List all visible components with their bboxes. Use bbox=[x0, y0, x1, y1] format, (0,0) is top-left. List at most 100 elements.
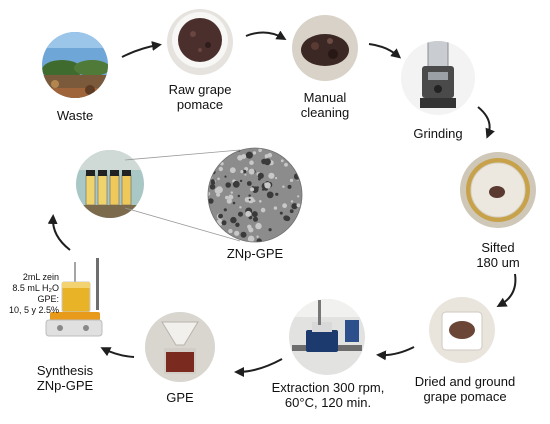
arrow-waste-to-raw bbox=[121, 41, 162, 58]
sem-particle bbox=[235, 222, 240, 227]
sem-particle bbox=[256, 235, 259, 238]
sem-particle bbox=[234, 230, 240, 236]
sem-particle bbox=[238, 211, 243, 217]
sem-particle bbox=[255, 222, 262, 230]
sem-particle bbox=[248, 168, 255, 175]
sem-particle bbox=[258, 148, 262, 153]
label-sifted: Sifted 180 um bbox=[476, 240, 520, 270]
sem-particle bbox=[297, 230, 301, 234]
sem-particle bbox=[295, 219, 302, 227]
sem-particle bbox=[289, 209, 294, 214]
sem-particle bbox=[248, 198, 251, 201]
zoom-line-top bbox=[124, 149, 241, 161]
label-raw-pomace: Raw grape pomace bbox=[168, 82, 232, 112]
sem-particle bbox=[282, 237, 289, 242]
sem-particle bbox=[275, 192, 279, 196]
sem-particle bbox=[279, 211, 283, 215]
sem-particle bbox=[221, 149, 229, 157]
sem-particle bbox=[223, 208, 227, 212]
sem-particle bbox=[245, 151, 253, 159]
sem-particle bbox=[256, 238, 262, 242]
sem-particle bbox=[266, 191, 274, 199]
label-znp-gpe: ZNp-GPE bbox=[226, 246, 284, 261]
arrow-sift-to-dried bbox=[496, 273, 517, 307]
sem-particle bbox=[230, 216, 237, 224]
sem-particle bbox=[268, 148, 271, 150]
sem-particle bbox=[239, 206, 242, 209]
sem-particle bbox=[289, 235, 294, 240]
vials-photo bbox=[76, 150, 144, 218]
sem-particle bbox=[239, 179, 243, 183]
sem-particle bbox=[232, 201, 236, 205]
sem-particle bbox=[213, 162, 216, 165]
sem-particle bbox=[214, 160, 218, 163]
sem-particle bbox=[282, 185, 285, 188]
sem-particle bbox=[273, 206, 278, 210]
sem-particle bbox=[229, 167, 236, 174]
sem-particle bbox=[259, 200, 262, 203]
sem-particle bbox=[251, 211, 258, 218]
sem-particle bbox=[283, 215, 290, 221]
sem-particle bbox=[264, 182, 271, 189]
sem-particle bbox=[210, 179, 215, 184]
sem-particle bbox=[228, 194, 234, 200]
label-gpe: GPE bbox=[166, 390, 194, 405]
dried-pomace-photo bbox=[429, 297, 495, 363]
arrow-extr-to-gpe bbox=[234, 358, 283, 377]
sem-particle bbox=[284, 162, 288, 167]
sem-particle bbox=[240, 231, 247, 238]
arrow-clean-to-grind bbox=[368, 43, 402, 59]
sem-particle bbox=[264, 158, 271, 166]
sem-particle bbox=[272, 148, 276, 151]
grinding-photo bbox=[401, 41, 475, 115]
sem-particle bbox=[232, 180, 240, 188]
sem-particle bbox=[257, 172, 264, 179]
sem-particle bbox=[217, 177, 220, 181]
sem-particle bbox=[250, 187, 255, 192]
sem-particle bbox=[265, 156, 268, 159]
sem-particle bbox=[225, 182, 231, 188]
label-dried-ground: Dried and ground grape pomace bbox=[414, 374, 516, 404]
synthesis-photo bbox=[45, 258, 103, 337]
raw-pomace-photo bbox=[167, 9, 233, 75]
sem-particle bbox=[290, 200, 294, 203]
sem-particle bbox=[249, 160, 254, 165]
sem-particle bbox=[248, 227, 253, 232]
sem-particle bbox=[275, 177, 278, 180]
label-grinding: Grinding bbox=[413, 126, 463, 141]
sem-particle bbox=[237, 194, 240, 198]
sem-particle bbox=[260, 207, 266, 213]
gpe-photo bbox=[145, 312, 215, 382]
sem-particle bbox=[228, 228, 233, 234]
waste-photo bbox=[42, 32, 108, 98]
sem-particle bbox=[220, 148, 227, 152]
sem-particle bbox=[208, 169, 211, 173]
sem-particle bbox=[292, 226, 298, 232]
zoom-line-bottom bbox=[124, 207, 241, 242]
sem-particle bbox=[289, 178, 294, 182]
sem-particle bbox=[248, 194, 251, 197]
label-extraction: Extraction 300 rpm, 60°C, 120 min. bbox=[271, 380, 385, 410]
sem-particle bbox=[214, 187, 221, 194]
sem-particle bbox=[247, 235, 255, 242]
sem-particle bbox=[285, 235, 289, 240]
arrow-synth-to-vials bbox=[47, 214, 71, 251]
sem-particle bbox=[225, 195, 229, 200]
sem-particle bbox=[280, 159, 284, 163]
sifted-photo bbox=[460, 152, 536, 228]
label-manual-cleaning: Manual cleaning bbox=[300, 90, 350, 120]
synthesis-conditions: 2mL zein 8.5 mL H₂O GPE: 10, 5 y 2.5% bbox=[8, 272, 59, 315]
arrow-grind-to-sift bbox=[477, 106, 495, 139]
sem-particle bbox=[247, 196, 255, 204]
sem-particle bbox=[282, 203, 287, 209]
sem-particle bbox=[295, 148, 300, 150]
sem-particle bbox=[245, 210, 252, 217]
label-waste: Waste bbox=[56, 108, 94, 123]
sem-particle bbox=[224, 175, 227, 178]
sem-particle bbox=[214, 229, 217, 232]
label-synthesis: Synthesis ZNp-GPE bbox=[36, 363, 94, 393]
arrow-dried-to-extr bbox=[376, 346, 415, 361]
arrow-raw-to-clean bbox=[245, 30, 287, 41]
